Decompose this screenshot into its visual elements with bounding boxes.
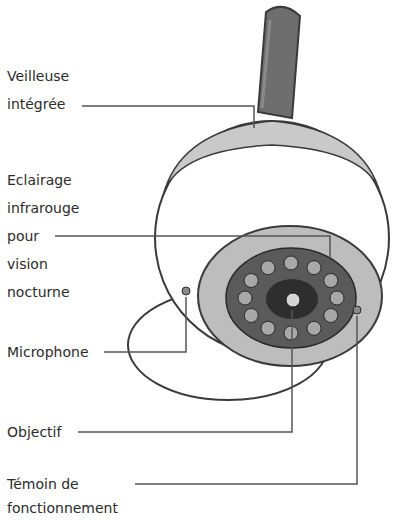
part-label: Veilleuse intégrée xyxy=(7,62,69,118)
ir-led xyxy=(284,326,298,340)
ir-leds xyxy=(238,256,344,340)
part-label: Objectif xyxy=(7,418,61,446)
ir-ring xyxy=(226,248,356,348)
ir-led xyxy=(307,261,321,275)
ir-led xyxy=(284,256,298,270)
night-light-band xyxy=(163,121,381,196)
ir-led xyxy=(324,309,338,323)
ir-led xyxy=(324,274,338,288)
microphone-hole xyxy=(182,287,190,295)
leader-lines xyxy=(55,106,357,484)
status-light xyxy=(353,306,361,314)
antenna xyxy=(258,7,300,118)
ir-led xyxy=(330,291,344,305)
part-label: Témoin de fonctionnement xyxy=(7,472,132,520)
lens xyxy=(286,293,300,307)
ir-led xyxy=(261,321,275,335)
part-label: Eclairage infrarouge pour vision nocturn… xyxy=(7,166,79,306)
ir-led xyxy=(244,309,258,323)
ir-led xyxy=(307,321,321,335)
ir-led xyxy=(261,261,275,275)
ir-led xyxy=(244,274,258,288)
part-label: Microphone xyxy=(7,338,89,366)
ir-led xyxy=(238,291,252,305)
lens-housing xyxy=(198,226,382,366)
